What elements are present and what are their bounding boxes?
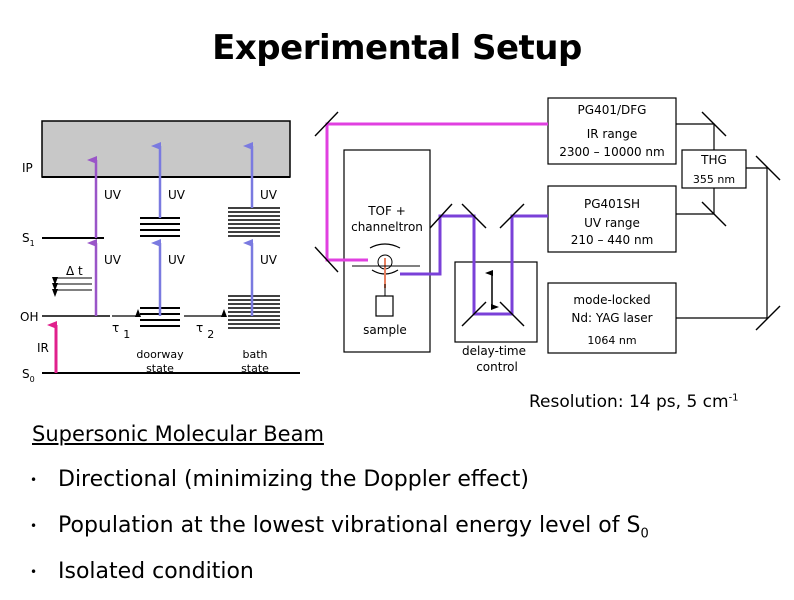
sample-label: sample: [363, 323, 407, 337]
delta-t-label: Δ t: [66, 264, 83, 278]
uv-beam: [400, 214, 548, 316]
laser-box: [547, 282, 677, 354]
thg-box: [681, 149, 747, 189]
resolution-note: Resolution: 14 ps, 5 cm-1: [529, 392, 739, 412]
doorway-caption-1: doorway: [136, 348, 184, 361]
thg-beam: [676, 123, 715, 150]
pg401dfg-range: 2300 – 10000 nm: [559, 145, 664, 159]
delay-line1: delay-time: [462, 344, 526, 358]
laser-line1: mode-locked: [573, 293, 650, 307]
laser-line2: Nd: YAG laser: [571, 311, 652, 325]
pg401sh-range: 210 – 440 nm: [571, 233, 654, 247]
bath-caption-1: bath: [242, 348, 267, 361]
oh-label: OH: [20, 310, 38, 324]
tof-line1: TOF +: [367, 204, 406, 218]
bullet-list: •Directional (minimizing the Doppler eff…: [30, 460, 649, 598]
list-item: •Directional (minimizing the Doppler eff…: [30, 460, 649, 506]
thg-to-sh-beam: [676, 188, 715, 215]
uv-label-1b: UV: [104, 253, 122, 267]
pg401sh-name: PG401SH: [584, 197, 640, 211]
bullet-icon: •: [30, 565, 38, 579]
beam-heading: Supersonic Molecular Beam: [32, 422, 324, 446]
uv-label-2a: UV: [168, 188, 186, 202]
uv-label-1a: UV: [104, 188, 122, 202]
doorway-caption-2: state: [146, 362, 174, 375]
bullet-icon: •: [30, 473, 38, 487]
bath-caption-2: state: [241, 362, 269, 375]
pg401dfg-box: [547, 97, 677, 165]
ir-label: IR: [37, 341, 49, 355]
mirrors: [314, 111, 781, 331]
pg401dfg-name: PG401/DFG: [578, 103, 647, 117]
s1-label: S1: [22, 231, 35, 248]
ir-beam: [325, 122, 548, 262]
ip-label: IP: [22, 161, 33, 175]
bullet-icon: •: [30, 519, 38, 533]
pg401sh-box: [547, 185, 677, 253]
delay-line2: control: [476, 360, 518, 374]
list-item: •Isolated condition: [30, 552, 649, 598]
fundamental-beam: [676, 167, 768, 319]
page-title: Experimental Setup: [212, 28, 582, 68]
pg401dfg-range-label: IR range: [587, 127, 638, 141]
delay-stage-box: [454, 261, 538, 343]
thg-wavelength: 355 nm: [693, 173, 735, 186]
list-item: •Population at the lowest vibrational en…: [30, 506, 649, 552]
s0-label: S0: [22, 367, 35, 384]
setup-diagram: PG401/DFG IR range 2300 – 10000 nm THG 3…: [314, 97, 781, 374]
uv-label-3b: UV: [260, 253, 278, 267]
tof-chamber: [343, 149, 431, 353]
delta-t-bracket: [52, 277, 92, 297]
thg-name: THG: [700, 153, 727, 167]
uv-label-3a: UV: [260, 188, 278, 202]
laser-wavelength: 1064 nm: [587, 334, 636, 347]
energy-level-diagram: IP S1 OH S0 IR UV UV UV UV: [20, 120, 300, 384]
sample-holder: [375, 295, 394, 317]
uv-label-2b: UV: [168, 253, 186, 267]
pg401sh-range-label: UV range: [584, 216, 640, 230]
tof-line2: channeltron: [351, 220, 423, 234]
bath-levels: [228, 207, 280, 329]
